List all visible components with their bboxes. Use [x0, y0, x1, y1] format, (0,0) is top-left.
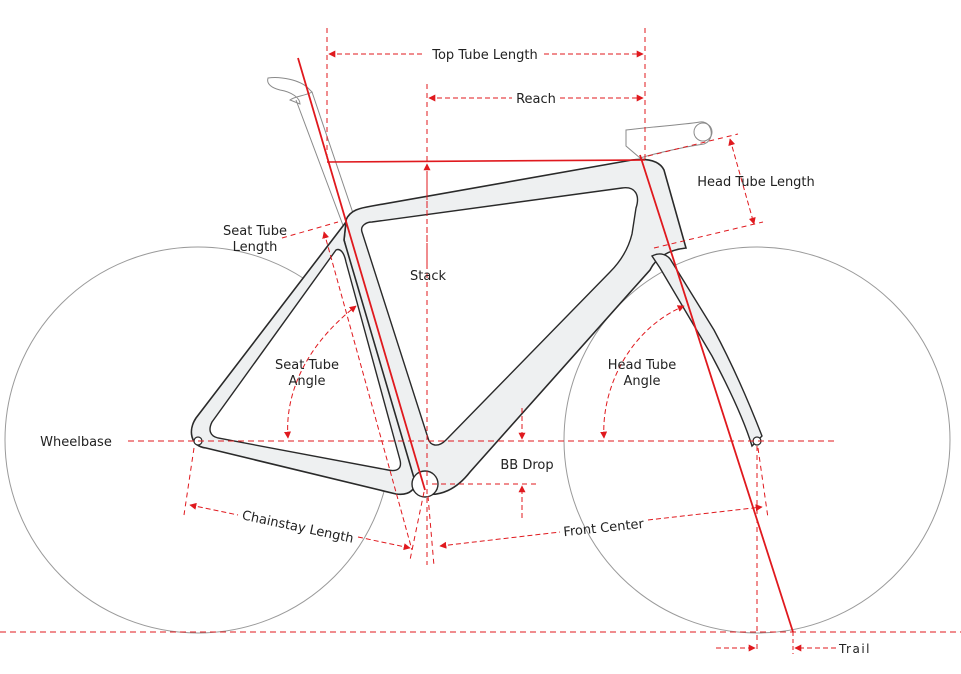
stack-label: Stack: [410, 269, 446, 284]
seat-tube-angle-label-2: Angle: [289, 374, 326, 389]
seat-tube-length-label-2: Length: [233, 240, 278, 255]
reach-label: Reach: [516, 92, 556, 107]
top-tube-length-label: Top Tube Length: [431, 48, 538, 63]
saddle-icon: [267, 77, 313, 105]
head-tube-length-label: Head Tube Length: [697, 175, 815, 190]
trail-label: Trail: [838, 642, 871, 656]
head-tube-angle-label-1: Head Tube: [608, 358, 677, 373]
seatpost: [295, 91, 357, 229]
seat-tube-length-label-1: Seat Tube: [223, 224, 287, 239]
dimension-lines: [0, 28, 961, 654]
chainstay-length-label: Chainstay Length: [241, 508, 355, 546]
frame-front-cutout: [360, 187, 639, 446]
fork: [650, 253, 763, 448]
bottom-bracket-icon: [411, 470, 439, 498]
seat-tube-angle-label-1: Seat Tube: [275, 358, 339, 373]
front-wheel: [563, 246, 951, 634]
head-tube-angle-label-2: Angle: [624, 374, 661, 389]
wheelbase-label: Wheelbase: [40, 435, 112, 450]
handlebar-icon: [693, 122, 713, 142]
front-center-label: Front Center: [563, 517, 646, 540]
bb-drop-label: BB Drop: [500, 458, 553, 473]
